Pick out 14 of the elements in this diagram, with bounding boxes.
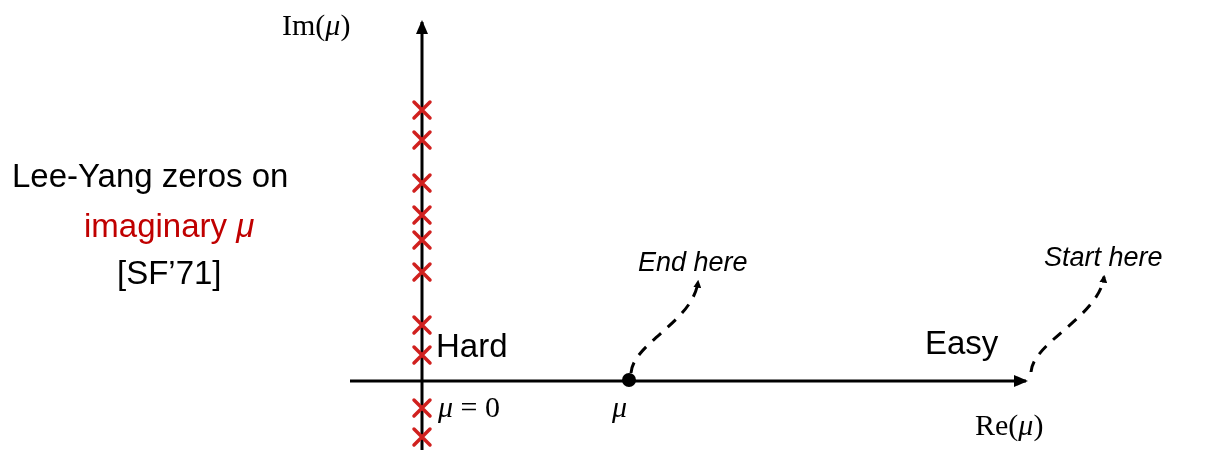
origin-label: μ = 0 <box>438 390 500 423</box>
axis-label: Im(μ) <box>282 8 351 41</box>
axis-label: Re(μ) <box>975 408 1044 441</box>
point-label: μ <box>612 390 628 423</box>
annotation-text: imaginary μ <box>84 208 255 245</box>
region-label: Easy <box>925 325 999 362</box>
dashed-arrow <box>1029 274 1107 373</box>
citation-text: [SF’71] <box>117 255 222 292</box>
region-label: Hard <box>436 328 508 365</box>
annotation-text: Lee-Yang zeros on <box>12 158 289 195</box>
annotation-text: End here <box>638 248 748 278</box>
dashed-arrow <box>629 279 701 374</box>
annotation-text: Start here <box>1044 243 1163 273</box>
point-marker <box>622 373 636 387</box>
